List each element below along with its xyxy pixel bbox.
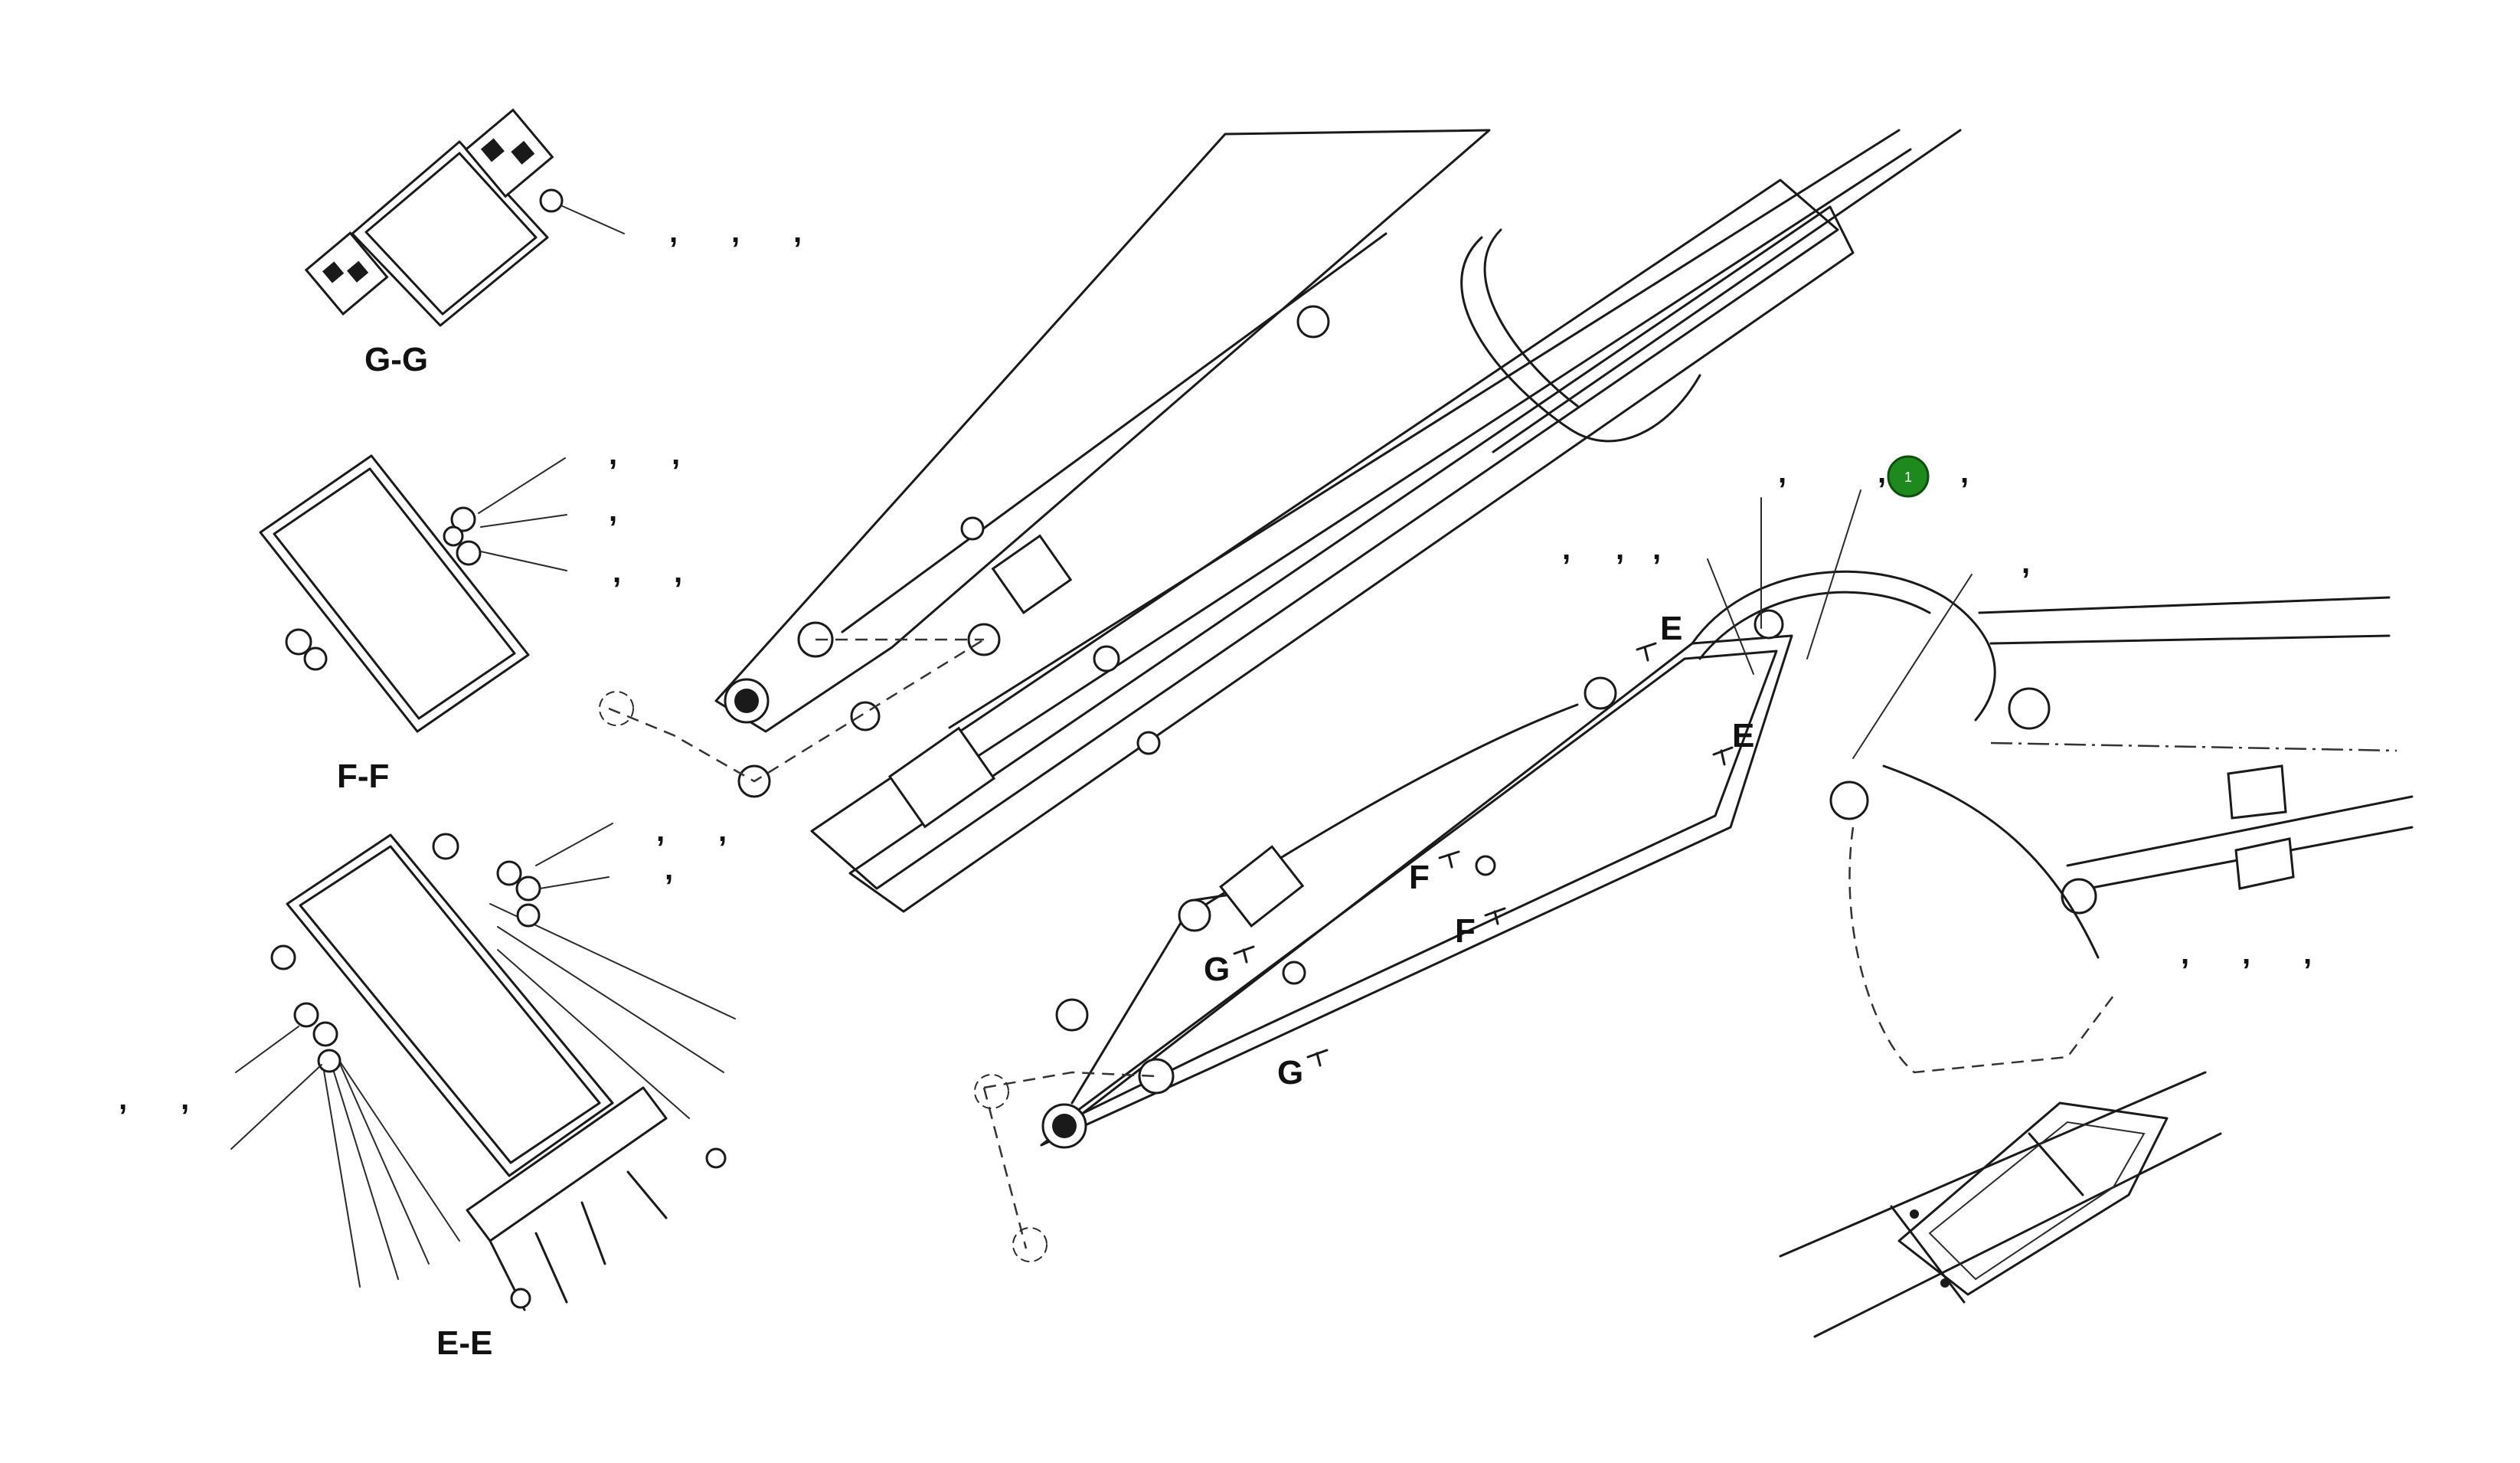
separator: , — [1960, 456, 1969, 489]
separator: , — [609, 437, 617, 471]
part-number-separators: , , , , , , , , , , , , , , , , , , , , … — [119, 215, 2312, 1116]
section-marker-g-lower: G — [1277, 1054, 1303, 1092]
separator: , — [1778, 456, 1786, 489]
upper-boom-assembly — [599, 129, 1962, 913]
inset-detail — [1779, 1071, 2222, 1338]
separator: , — [793, 215, 802, 249]
separator: , — [613, 555, 621, 589]
callout-leaders — [1707, 489, 1973, 759]
separator: , — [718, 814, 727, 848]
separator: , — [1652, 532, 1661, 566]
section-view-ee — [230, 823, 736, 1311]
section-markers: E E F F G G — [1204, 610, 1754, 1092]
separator: , — [609, 494, 617, 528]
callout-badge[interactable]: 1 — [1887, 455, 1930, 498]
separator: , — [119, 1082, 127, 1116]
section-view-gg — [304, 108, 625, 327]
callout-number: 1 — [1904, 470, 1912, 485]
view-label-ff: F-F — [337, 758, 389, 795]
section-marker-e-upper: E — [1660, 610, 1682, 647]
separator: , — [1616, 532, 1624, 566]
separator: , — [2181, 937, 2189, 970]
separator: , — [669, 215, 678, 249]
section-marker-g-upper: G — [1204, 951, 1230, 988]
separator: , — [2242, 937, 2250, 970]
separator: , — [2303, 937, 2312, 970]
section-marker-f-lower: F — [1455, 912, 1476, 950]
separator: , — [1878, 456, 1886, 489]
separator: , — [2022, 546, 2030, 580]
separator: , — [674, 555, 682, 589]
separator: , — [731, 215, 740, 249]
separator: , — [656, 814, 665, 848]
view-label-gg: G-G — [364, 341, 428, 378]
separator: , — [672, 437, 680, 471]
section-marker-e-lower: E — [1732, 717, 1754, 754]
separator: , — [665, 853, 673, 886]
lower-boom-assembly — [974, 570, 2414, 1262]
separator: , — [1562, 532, 1571, 566]
section-view-ff — [259, 454, 567, 733]
separator: , — [181, 1082, 189, 1116]
section-marker-f-upper: F — [1409, 859, 1430, 896]
view-label-ee: E-E — [436, 1324, 492, 1362]
